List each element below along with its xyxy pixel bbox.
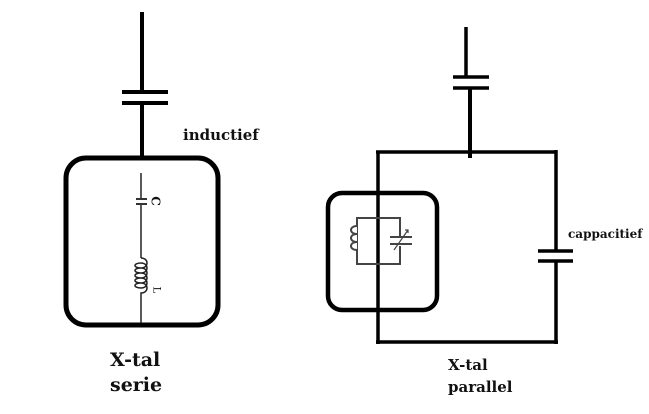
tank-inductor-icon <box>350 225 358 251</box>
series-caption-line2: serie <box>110 374 162 396</box>
series-circuit: C L inductief X-tal serie <box>63 12 260 396</box>
parallel-caption-line1: X-tal <box>448 356 488 374</box>
parallel-annotation-cappacitief: cappacitief <box>568 227 643 241</box>
parallel-crystal-enclosure <box>325 190 440 313</box>
series-crystal-enclosure <box>63 155 221 328</box>
series-inner-inductor-icon <box>134 257 148 323</box>
series-inner-capacitor-icon <box>136 198 147 205</box>
series-coupling-capacitor-icon <box>122 90 168 105</box>
parallel-inner-tank <box>350 217 412 265</box>
parallel-load-capacitor-icon <box>538 249 573 263</box>
tank-variable-capacitor-icon <box>390 229 412 251</box>
series-caption-line1: X-tal <box>110 349 160 371</box>
series-inner-inductor-label: L <box>151 287 162 294</box>
series-annotation-inductief: inductief <box>183 126 260 144</box>
parallel-circuit: cappacitief X-tal parallel <box>325 27 643 396</box>
parallel-caption-line2: parallel <box>448 378 513 396</box>
series-inner-capacitor-label: C <box>149 196 163 206</box>
parallel-coupling-capacitor-icon <box>453 75 489 90</box>
